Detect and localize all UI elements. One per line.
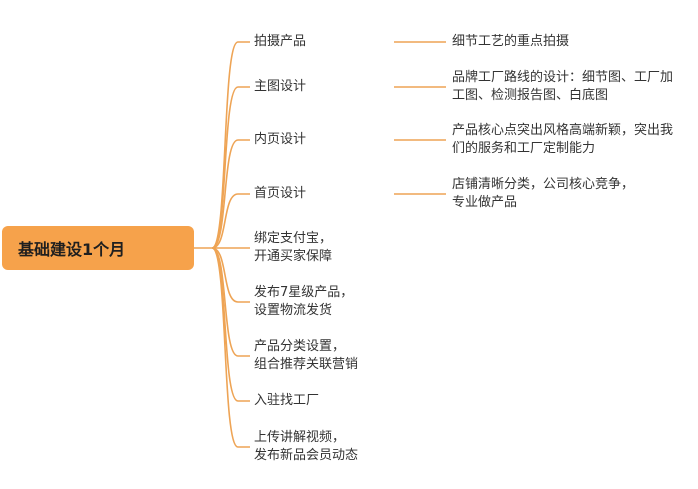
- detail-main-image-design[interactable]: 品牌工厂路线的设计：细节图、工厂加 工图、检测报告图、白底图: [452, 69, 673, 105]
- branch-label: 内页设计: [254, 132, 307, 147]
- branch-label: 入驻找工厂: [254, 393, 320, 408]
- branch-upload-video[interactable]: 上传讲解视频， 发布新品会员动态: [254, 429, 358, 465]
- branch-label: 组合推荐关联营销: [254, 357, 359, 372]
- branch-label: 主图设计: [254, 79, 307, 94]
- branch-inner-page-design[interactable]: 内页设计: [254, 131, 306, 149]
- branch-label: 发布7星级产品，: [254, 285, 354, 300]
- branch-shoot-products[interactable]: 拍摄产品: [254, 33, 306, 51]
- branch-product-categories[interactable]: 产品分类设置， 组合推荐关联营销: [254, 338, 358, 374]
- detail-label: 细节工艺的重点拍摄: [452, 34, 570, 49]
- branch-label: 产品分类设置，: [254, 339, 346, 354]
- branch-label: 开通买家保障: [254, 249, 333, 264]
- branch-label: 上传讲解视频，: [254, 430, 346, 445]
- branch-bind-alipay[interactable]: 绑定支付宝， 开通买家保障: [254, 230, 332, 266]
- branch-join-factory-finder[interactable]: 入驻找工厂: [254, 392, 319, 410]
- detail-shoot-products[interactable]: 细节工艺的重点拍摄: [452, 33, 569, 51]
- branch-main-image-design[interactable]: 主图设计: [254, 78, 306, 96]
- root-node[interactable]: 基础建设1个月: [2, 226, 194, 270]
- detail-label: 们的服务和工厂定制能力: [452, 141, 596, 156]
- detail-label: 品牌工厂路线的设计：细节图、工厂加: [452, 70, 674, 85]
- branch-label: 发布新品会员动态: [254, 448, 359, 463]
- detail-label: 店铺清晰分类，公司核心竞争，: [452, 177, 635, 192]
- detail-label: 产品核心点突出风格高端新颖，突出我: [452, 123, 674, 138]
- root-label: 基础建设1个月: [18, 240, 126, 259]
- detail-inner-page-design[interactable]: 产品核心点突出风格高端新颖，突出我 们的服务和工厂定制能力: [452, 122, 673, 158]
- branch-homepage-design[interactable]: 首页设计: [254, 185, 306, 203]
- branch-label: 拍摄产品: [254, 34, 307, 49]
- branch-label: 设置物流发货: [254, 303, 333, 318]
- detail-homepage-design[interactable]: 店铺清晰分类，公司核心竞争， 专业做产品: [452, 176, 634, 212]
- branch-publish-products[interactable]: 发布7星级产品， 设置物流发货: [254, 284, 353, 320]
- detail-label: 专业做产品: [452, 195, 518, 210]
- detail-label: 工图、检测报告图、白底图: [452, 88, 609, 103]
- branch-label: 绑定支付宝，: [254, 231, 333, 246]
- branch-label: 首页设计: [254, 186, 307, 201]
